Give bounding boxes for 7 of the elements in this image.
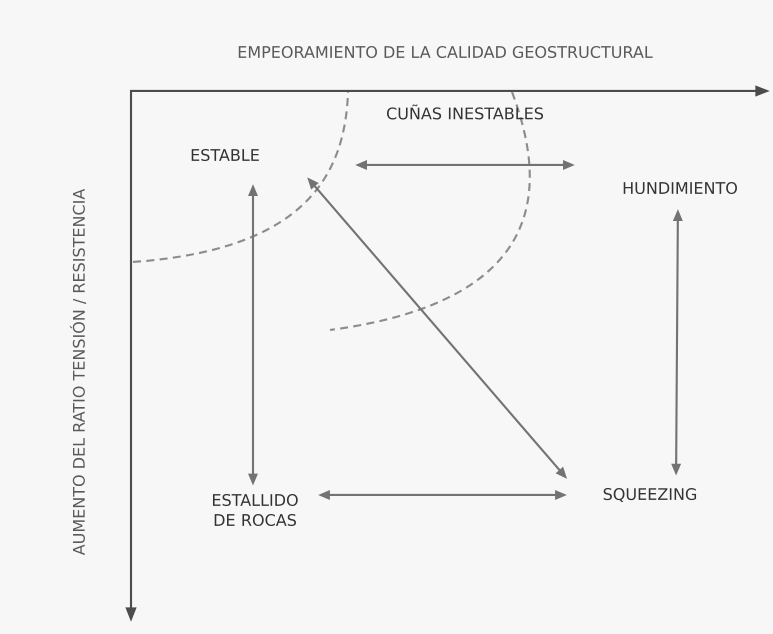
axis-title: AUMENTO DEL RATIO TENSIÓN / RESISTENCIA (70, 188, 86, 556)
region-label: ESTABLE (192, 148, 259, 162)
region-label: HUNDIMIENTO (624, 182, 737, 194)
axis-title: EMPEORAMIENTO DE LA CALIDAD GEOSTRUCTURAL (238, 46, 653, 58)
region-label: CUÑAS INESTABLES (386, 104, 544, 120)
region-label: ESTALLIDO DE ROCAS (212, 494, 298, 526)
region-label: SQUEEZING (604, 488, 696, 502)
